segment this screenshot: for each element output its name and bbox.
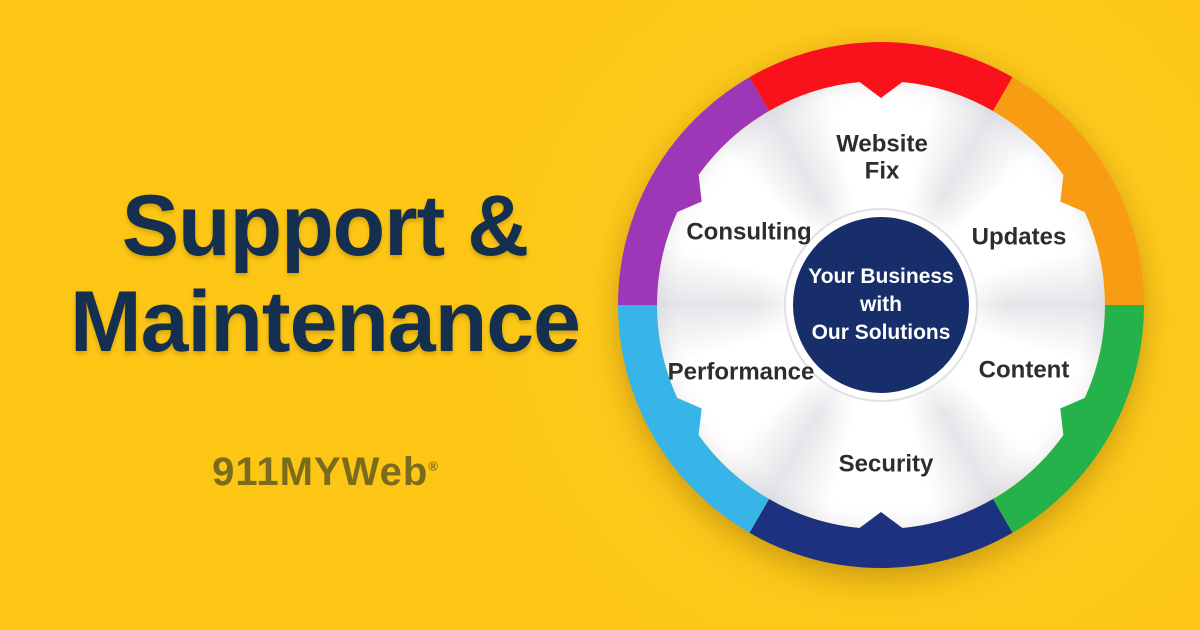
center-message-line1: Your Business: [808, 264, 954, 288]
segment-arc-content: [993, 305, 1144, 533]
center-message-line3: Our Solutions: [811, 321, 951, 345]
segment-label-updates: Updates: [971, 223, 1067, 251]
segment-label-content: Content: [978, 356, 1070, 384]
center-circle: [793, 217, 969, 393]
page-title-line2: Maintenance: [70, 274, 581, 371]
segment-label-security: Security: [838, 450, 934, 478]
page-title: Support & Maintenance: [28, 178, 622, 371]
segment-label-consulting: Consulting: [686, 218, 812, 246]
brand-logo: 911MYWeb®: [28, 450, 622, 495]
services-wheel-diagram: Website Fix Updates Content Security Per…: [616, 40, 1146, 570]
segment-arc-consulting: [618, 77, 769, 305]
segment-arc-website-fix: [749, 41, 1013, 111]
segment-label-performance: Performance: [667, 358, 815, 386]
segment-arc-security: [749, 499, 1013, 569]
segment-label-website-fix: Website Fix: [836, 130, 928, 185]
wheel-ring-graphic: [618, 41, 1144, 569]
segment-arc-performance: [618, 305, 769, 533]
center-message-line2: with: [860, 292, 902, 316]
registered-trademark-icon: ®: [428, 458, 438, 474]
brand-name: 911MYWeb: [212, 450, 429, 494]
center-message: Your Business with Our Solutions: [781, 263, 981, 347]
page-title-line1: Support &: [121, 178, 530, 274]
segment-arc-updates: [993, 77, 1144, 305]
